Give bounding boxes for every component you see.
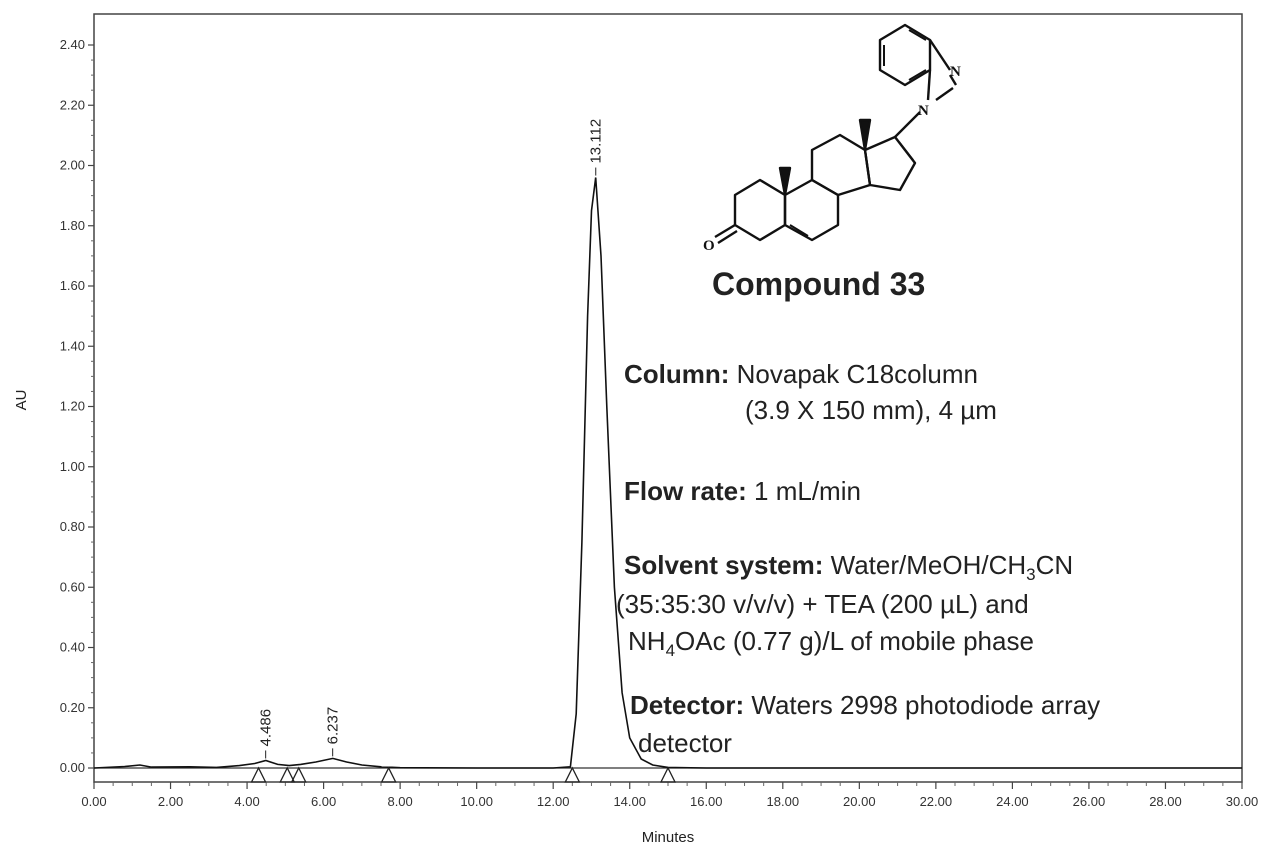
solvent-line3-b: OAc (0.77 g)/L of mobile phase [675, 626, 1034, 656]
y-tick-label: 0.40 [60, 640, 85, 655]
peak-labels: 4.486 6.237 13.112 [258, 119, 605, 759]
info-solvent-line2: (35:35:30 v/v/v) + TEA (200 µL) and [616, 587, 1029, 621]
x-axis-title: Minutes [642, 829, 695, 846]
y-tick-label: 2.20 [60, 97, 85, 112]
x-axis: 0.00 2.00 4.00 6.00 8.00 10.00 12.00 14.00 16.00… [81, 782, 1258, 809]
x-tick-label: 6.00 [311, 794, 336, 809]
column-value2: (3.9 X 150 mm), 4 µm [745, 395, 997, 425]
x-tick-label: 2.00 [158, 794, 183, 809]
y-tick-label: 1.40 [60, 338, 85, 353]
peak-label: 6.237 [325, 707, 342, 745]
x-tick-label: 4.00 [234, 794, 259, 809]
column-label: Column: [624, 359, 730, 389]
atom-o-ketone: O [703, 238, 715, 254]
solvent-label: Solvent system: [624, 550, 824, 580]
flow-value: 1 mL/min [746, 476, 861, 506]
y-tick-label: 1.20 [60, 399, 85, 414]
x-tick-label: 14.00 [613, 794, 646, 809]
integration-mark [564, 766, 581, 783]
y-tick-label: 1.80 [60, 218, 85, 233]
y-tick-label: 0.20 [60, 700, 85, 715]
x-tick-label: 18.00 [767, 794, 800, 809]
y-tick-label: 0.80 [60, 519, 85, 534]
info-solvent: Solvent system: Water/MeOH/CH3CN [624, 548, 1073, 592]
integration-mark [250, 766, 267, 783]
solvent-line3-a: NH [628, 626, 666, 656]
info-detector-line2: detector [638, 726, 732, 760]
x-tick-label: 30.00 [1226, 794, 1259, 809]
info-flow-rate: Flow rate: 1 mL/min [624, 474, 861, 508]
info-solvent-line3: NH4OAc (0.77 g)/L of mobile phase [628, 624, 1034, 668]
x-tick-label: 8.00 [387, 794, 412, 809]
y-tick-label: 2.00 [60, 158, 85, 173]
molecule-structure [714, 23, 958, 245]
solvent-line2: (35:35:30 v/v/v) + TEA (200 µL) and [616, 589, 1029, 619]
flow-label: Flow rate: [624, 476, 747, 506]
info-detector: Detector: Waters 2998 photodiode array [630, 688, 1100, 722]
atom-n-imidazole: N [950, 64, 961, 80]
x-tick-label: 24.00 [996, 794, 1029, 809]
y-tick-label: 0.60 [60, 579, 85, 594]
solvent-value-a: Water/MeOH/CH [823, 550, 1027, 580]
y-axis-title: AU [13, 390, 30, 411]
atom-n-attached: N [918, 103, 929, 119]
x-tick-label: 16.00 [690, 794, 723, 809]
series-line [93, 177, 1242, 769]
integration-marks [250, 766, 677, 783]
x-tick-label: 20.00 [843, 794, 876, 809]
solvent-sub-b: 4 [665, 641, 676, 661]
solvent-sub-a: 3 [1026, 565, 1036, 585]
integration-mark [380, 766, 397, 783]
integration-mark [290, 766, 307, 783]
x-tick-label: 22.00 [920, 794, 953, 809]
peak-label: 4.486 [258, 709, 275, 747]
integration-mark [279, 766, 296, 783]
x-tick-label: 26.00 [1073, 794, 1106, 809]
x-tick-label: 28.00 [1149, 794, 1182, 809]
y-tick-label: 1.00 [60, 459, 85, 474]
detector-value: Waters 2998 photodiode array [744, 690, 1101, 720]
x-tick-label: 10.00 [460, 794, 493, 809]
y-tick-label: 1.60 [60, 278, 85, 293]
y-tick-label: 2.40 [60, 37, 85, 52]
compound-title: Compound 33 [712, 266, 926, 302]
solvent-value-b: CN [1035, 550, 1074, 580]
detector-value2: detector [638, 728, 732, 758]
info-column-dims: (3.9 X 150 mm), 4 µm [745, 393, 997, 427]
peak-label: 13.112 [588, 119, 605, 164]
y-tick-label: 0.00 [60, 760, 85, 775]
info-column: Column: Novapak C18column [624, 357, 978, 391]
column-value: Novapak C18column [729, 359, 978, 389]
y-axis: 0.00 0.20 0.40 0.60 0.80 1.00 1.20 1.40 1.60 1.80… [60, 37, 94, 775]
integration-mark [659, 766, 677, 783]
x-tick-label: 0.00 [81, 794, 106, 809]
detector-label: Detector: [630, 690, 745, 720]
x-tick-label: 12.00 [537, 794, 570, 809]
